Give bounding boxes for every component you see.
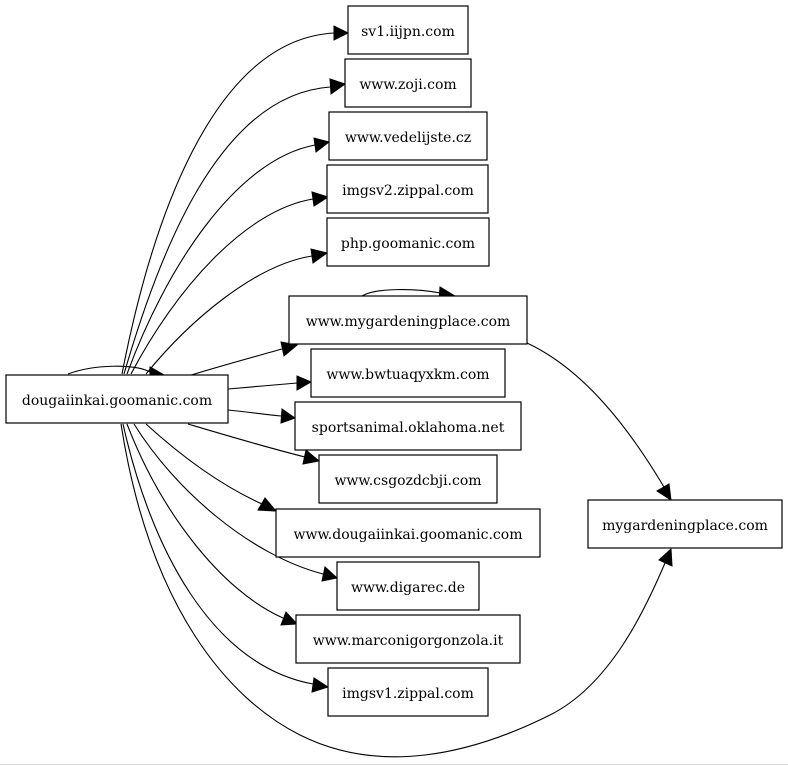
node-label: mygardeningplace.com <box>602 518 768 534</box>
node-www-mygardeningplace[interactable]: www.mygardeningplace.com <box>288 295 528 345</box>
edge-to-php-goomanic <box>145 248 329 375</box>
edge-to-marconigorgonzola <box>126 423 299 626</box>
edge-to-bwtuaqyxkm <box>227 375 313 391</box>
node-imgsv1-zippal[interactable]: imgsv1.zippal.com <box>327 667 489 717</box>
node-sv1-iijpn[interactable]: sv1.iijpn.com <box>347 5 469 55</box>
node-label: sportsanimal.oklahoma.net <box>312 420 505 436</box>
node-digarec[interactable]: www.digarec.de <box>336 561 480 611</box>
edge-to-www-dougaiinkai <box>145 423 278 512</box>
node-vedelijste[interactable]: www.vedelijste.cz <box>328 111 488 161</box>
node-bwtuaqyxkm[interactable]: www.bwtuaqyxkm.com <box>310 348 506 398</box>
edge-source-to-mygardeningplace <box>120 423 673 758</box>
edge-to-www-mygardeningplace <box>187 341 299 377</box>
node-label: www.vedelijste.cz <box>345 130 471 146</box>
node-imgsv2-zippal[interactable]: imgsv2.zippal.com <box>326 164 489 214</box>
edge-to-csgozdcbji <box>187 423 321 465</box>
edge-to-sv1-iijpn <box>121 25 350 375</box>
node-label: imgsv2.zippal.com <box>342 183 474 199</box>
node-label: www.csgozdcbji.com <box>334 473 481 489</box>
node-csgozdcbji[interactable]: www.csgozdcbji.com <box>318 454 498 504</box>
node-mygardeningplace-target[interactable]: mygardeningplace.com <box>587 499 783 549</box>
edge-to-imgsv2 <box>130 191 330 375</box>
edges <box>67 25 673 758</box>
node-label: www.mygardeningplace.com <box>306 314 511 330</box>
edge-to-sportsanimal <box>227 408 297 424</box>
edge-to-vedelijste <box>126 137 331 375</box>
node-label: www.dougaiinkai.goomanic.com <box>294 527 523 543</box>
node-label: php.goomanic.com <box>341 236 475 252</box>
node-label: imgsv1.zippal.com <box>342 686 474 702</box>
node-label: www.bwtuaqyxkm.com <box>326 367 489 383</box>
node-dougaiinkai-source[interactable]: dougaiinkai.goomanic.com <box>5 374 229 424</box>
node-label: sv1.iijpn.com <box>361 24 455 40</box>
edge-to-imgsv1 <box>122 423 330 693</box>
node-marconigorgonzola[interactable]: www.marconigorgonzola.it <box>295 614 521 664</box>
edge-hub-to-mygardeningplace <box>526 342 672 501</box>
node-php-goomanic[interactable]: php.goomanic.com <box>326 217 490 267</box>
node-sportsanimal[interactable]: sportsanimal.oklahoma.net <box>294 401 522 451</box>
edge-to-zoji <box>123 78 347 375</box>
node-label: www.zoji.com <box>359 77 456 93</box>
nodes: sv1.iijpn.com www.zoji.com www.vedelijst… <box>5 5 783 717</box>
node-www-dougaiinkai[interactable]: www.dougaiinkai.goomanic.com <box>275 508 541 558</box>
edge-to-digarec <box>133 423 339 582</box>
node-zoji[interactable]: www.zoji.com <box>344 58 472 108</box>
node-label: dougaiinkai.goomanic.com <box>22 393 212 409</box>
node-label: www.marconigorgonzola.it <box>313 633 504 649</box>
node-label: www.digarec.de <box>351 580 465 596</box>
